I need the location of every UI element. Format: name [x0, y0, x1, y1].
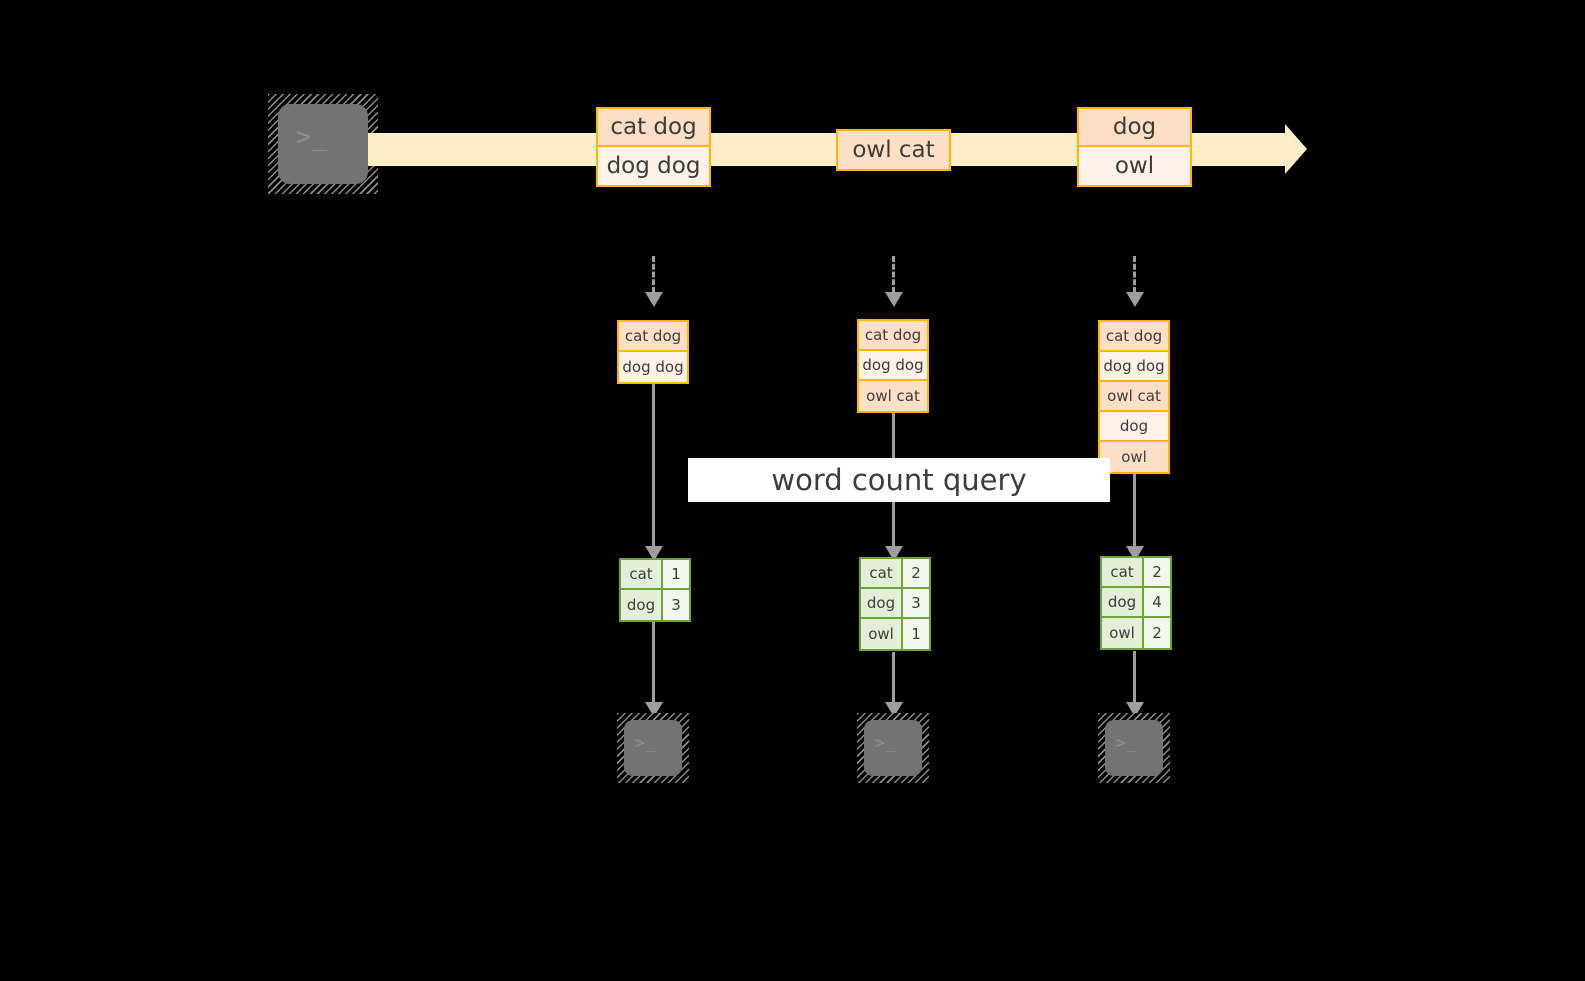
sink-line-3 — [1133, 651, 1136, 704]
batch-input-line: owl — [1100, 442, 1168, 472]
result-word: dog — [861, 589, 903, 617]
table-row: dog 3 — [621, 590, 689, 620]
result-count: 2 — [1144, 558, 1170, 586]
batch-input-line: cat dog — [859, 321, 927, 351]
ingest-arrowhead-1 — [645, 292, 663, 307]
ingest-arrowhead-2 — [885, 292, 903, 307]
result-word: dog — [621, 590, 663, 620]
result-count: 2 — [1144, 618, 1170, 648]
terminal-body — [1105, 720, 1163, 776]
result-word: cat — [621, 560, 663, 588]
ingest-dashed-line-2 — [892, 256, 895, 293]
terminal-body — [624, 720, 682, 776]
batch-input-line: dog dog — [619, 352, 687, 382]
sink-terminal-icon-3: >_ — [1098, 713, 1170, 783]
terminal-prompt-glyph: >_ — [296, 122, 329, 151]
ingest-dashed-line-3 — [1133, 256, 1136, 293]
batch-input-line: cat dog — [619, 322, 687, 352]
query-label-band: word count query — [688, 458, 1110, 502]
table-row: owl 2 — [1102, 618, 1170, 648]
terminal-body — [278, 104, 368, 184]
stream-message-2: owl cat — [836, 129, 951, 171]
table-row: owl 1 — [861, 619, 929, 649]
batch-input-2: cat dog dog dog owl cat — [857, 319, 929, 413]
source-terminal-icon: >_ — [268, 94, 378, 194]
stream-message-line: owl cat — [838, 131, 949, 169]
batch-input-line: dog — [1100, 412, 1168, 442]
result-table-2: cat 2 dog 3 owl 1 — [859, 557, 931, 651]
sink-line-2 — [892, 652, 895, 704]
terminal-body — [864, 720, 922, 776]
result-count: 3 — [663, 590, 689, 620]
result-count: 1 — [903, 619, 929, 649]
ingest-dashed-line-1 — [652, 256, 655, 293]
terminal-prompt-glyph: >_ — [875, 733, 897, 752]
terminal-prompt-glyph: >_ — [1116, 733, 1138, 752]
batch-input-line: dog dog — [859, 351, 927, 381]
stream-message-1: cat dog dog dog — [596, 107, 711, 187]
stream-message-3: dog owl — [1077, 107, 1192, 187]
stream-message-line: dog — [1079, 109, 1190, 147]
result-table-1: cat 1 dog 3 — [619, 558, 691, 622]
result-word: cat — [861, 559, 903, 587]
terminal-prompt-glyph: >_ — [635, 733, 657, 752]
stream-message-line: dog dog — [598, 147, 709, 185]
batch-input-line: cat dog — [1100, 322, 1168, 352]
sink-line-1 — [652, 622, 655, 704]
stream-message-line: owl — [1079, 147, 1190, 185]
table-row: cat 2 — [1102, 558, 1170, 588]
batch-input-line: dog dog — [1100, 352, 1168, 382]
query-line-3 — [1133, 474, 1136, 548]
query-label-text: word count query — [771, 463, 1027, 497]
batch-input-line: owl cat — [859, 381, 927, 411]
result-word: owl — [861, 619, 903, 649]
table-row: cat 2 — [861, 559, 929, 589]
result-count: 2 — [903, 559, 929, 587]
stream-band-arrowhead — [1285, 124, 1307, 174]
query-line-1 — [652, 384, 655, 548]
batch-input-1: cat dog dog dog — [617, 320, 689, 384]
result-count: 1 — [663, 560, 689, 588]
result-table-3: cat 2 dog 4 owl 2 — [1100, 556, 1172, 650]
batch-input-3: cat dog dog dog owl cat dog owl — [1098, 320, 1170, 474]
result-word: owl — [1102, 618, 1144, 648]
result-word: cat — [1102, 558, 1144, 586]
sink-terminal-icon-2: >_ — [857, 713, 929, 783]
table-row: dog 3 — [861, 589, 929, 619]
result-count: 4 — [1144, 588, 1170, 616]
sink-terminal-icon-1: >_ — [617, 713, 689, 783]
ingest-arrowhead-3 — [1126, 292, 1144, 307]
stream-message-line: cat dog — [598, 109, 709, 147]
batch-input-line: owl cat — [1100, 382, 1168, 412]
result-count: 3 — [903, 589, 929, 617]
query-arrowhead-1 — [645, 546, 663, 561]
table-row: dog 4 — [1102, 588, 1170, 618]
table-row: cat 1 — [621, 560, 689, 590]
result-word: dog — [1102, 588, 1144, 616]
